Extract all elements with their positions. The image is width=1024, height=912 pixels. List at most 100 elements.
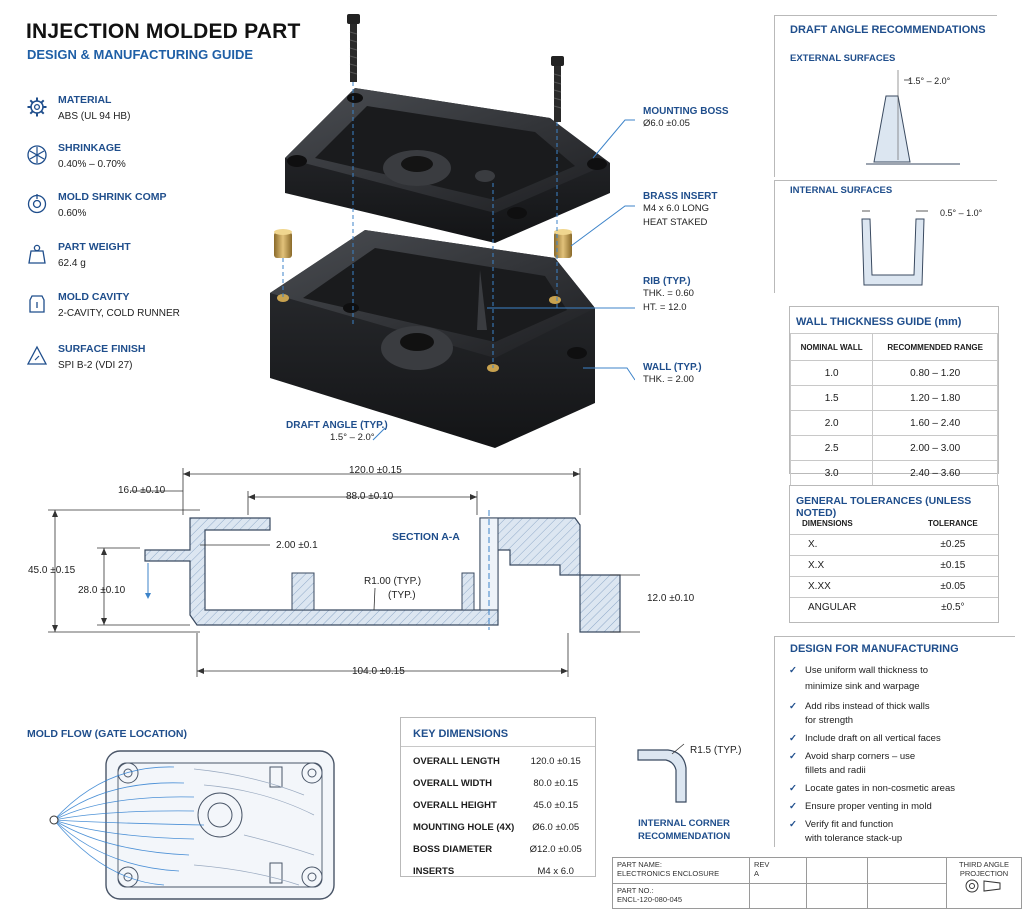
target-icon: [27, 194, 47, 214]
table-cell: BOSS DIAMETER: [413, 843, 493, 855]
list-item: ✓Ensure proper venting in mold: [789, 801, 932, 812]
corner-line: INTERNAL CORNER: [638, 818, 730, 829]
dim-inner-width: 88.0 ±0.10: [346, 491, 394, 502]
dim-radius: R1.00 (TYP.): [364, 576, 422, 587]
table-cell: OVERALL HEIGHT: [413, 799, 497, 811]
table-cell: 1.20 – 1.80: [872, 385, 998, 411]
callout-value: HEAT STAKED: [643, 217, 708, 228]
table-cell: ±0.25: [940, 539, 966, 550]
table-cell: 2.40 – 3.60: [872, 460, 998, 486]
section-view: [48, 468, 640, 677]
exploded-view: [270, 14, 635, 448]
table-cell: 0.80 – 1.20: [872, 360, 998, 386]
table-cell: 1.60 – 2.40: [872, 410, 998, 436]
section-rib: [461, 572, 475, 611]
table-cell: M4 x 6.0: [537, 865, 574, 877]
table-cell: 2.5: [789, 435, 874, 461]
spec-value: 62.4 g: [58, 258, 86, 269]
table-cell: 2.0: [789, 410, 874, 436]
tolerances-title: GENERAL TOLERANCES (UNLESS NOTED): [796, 495, 972, 519]
dim-right-height: 12.0 ±0.10: [647, 593, 695, 604]
spec-label: MOLD CAVITY: [58, 291, 130, 303]
table-cell: 1.5: [789, 385, 874, 411]
table-cell: 120.0 ±0.15: [530, 755, 581, 767]
table-cell: OVERALL WIDTH: [413, 777, 492, 789]
callout-label: DRAFT ANGLE (TYP.): [286, 420, 388, 431]
callout-value: 1.5° – 2.0°: [330, 432, 375, 443]
callout-rib: RIB (TYP.) THK. = 0.60 HT. = 12.0: [643, 276, 694, 315]
wall-guide-title: WALL THICKNESS GUIDE (mm): [796, 316, 962, 328]
table-cell: ANGULAR: [808, 602, 857, 614]
dim-wall: 2.00 ±0.1: [276, 540, 318, 551]
spec-label: MATERIAL: [58, 94, 112, 106]
enclosure-top-shell: [285, 88, 610, 243]
title-block-blank: [806, 882, 868, 909]
check-icon: ✓: [789, 801, 797, 812]
list-item: ✓Include draft on all vertical faces: [789, 733, 941, 744]
internal-draft-diagram: [861, 210, 928, 286]
table-cell: X.: [808, 539, 818, 550]
check-icon: ✓: [789, 665, 797, 676]
screw-right: [551, 56, 564, 122]
callout-label: RIB (TYP.): [643, 276, 691, 287]
table-row: OVERALL HEIGHT 45.0 ±0.15: [401, 794, 595, 816]
finish-icon: [26, 345, 48, 365]
dim-inner-height: 28.0 ±0.10: [78, 585, 126, 596]
table-cell: 3.0: [789, 460, 874, 486]
external-draft-diagram: [866, 70, 960, 165]
section-boss-left: [291, 572, 315, 611]
draft-panel-title: DRAFT ANGLE RECOMMENDATIONS: [790, 24, 986, 36]
table-cell: X.X: [808, 560, 825, 571]
corner-radius: R1.5 (TYP.): [690, 745, 742, 756]
title-block: PART NAME: ELECTRONICS ENCLOSURE REV A T…: [612, 857, 1022, 909]
callout-wall: WALL (TYP.) THK. = 2.00: [643, 362, 702, 387]
mold-flow-diagram: [49, 750, 335, 900]
table-cell: MOUNTING HOLE (4X): [413, 821, 515, 833]
callout-value: THK. = 0.60: [643, 288, 694, 299]
table-row: OVERALL LENGTH 120.0 ±0.15: [401, 750, 595, 772]
check-icon: ✓: [789, 733, 797, 744]
section-profile: [144, 517, 621, 633]
corner-line: RECOMMENDATION: [638, 831, 731, 842]
dim-flange: 16.0 ±0.10: [118, 485, 166, 496]
callout-value: Ø6.0 ±0.05: [643, 118, 690, 129]
dim-height: 45.0 ±0.15: [28, 565, 76, 576]
corner-recommendation-label: INTERNAL CORNER RECOMMENDATION: [638, 817, 730, 843]
dim-radius-typ: (TYP.): [388, 590, 416, 601]
internal-corner-diagram: [637, 743, 687, 803]
mold-icon: [29, 295, 45, 313]
external-surfaces-label: EXTERNAL SURFACES: [790, 53, 896, 64]
table-header: RECOMMENDED RANGE: [872, 333, 998, 361]
snowflake-icon: [27, 145, 47, 165]
callout-label: WALL (TYP.): [643, 362, 702, 373]
table-cell: ±0.5°: [941, 602, 965, 614]
table-row: MOUNTING HOLE (4X)Ø6.0 ±0.05: [401, 816, 595, 838]
brass-insert-right: [554, 229, 572, 258]
projection-symbol-icon: [965, 879, 1001, 893]
title-block-blank: [867, 882, 947, 909]
internal-draft-value: 0.5° – 1.0°: [940, 208, 983, 218]
table-cell: Ø12.0 ±0.05: [529, 843, 582, 855]
table-cell: OVERALL LENGTH: [413, 755, 500, 767]
check-icon: ✓: [789, 783, 797, 794]
check-icon: ✓: [789, 819, 797, 830]
table-cell: 45.0 ±0.15: [533, 799, 579, 811]
spec-label: PART WEIGHT: [58, 241, 131, 253]
spec-label: SURFACE FINISH: [58, 343, 146, 355]
section-label: SECTION A-A: [392, 531, 460, 543]
table-cell: ±0.15: [940, 560, 966, 571]
spec-value: SPI B-2 (VDI 27): [58, 360, 133, 371]
table-row: X. ±0.25: [790, 534, 998, 555]
enclosure-bottom-shell: [270, 230, 595, 448]
callout-value: M4 x 6.0 LONG: [643, 203, 709, 214]
brass-insert-left: [274, 229, 292, 258]
